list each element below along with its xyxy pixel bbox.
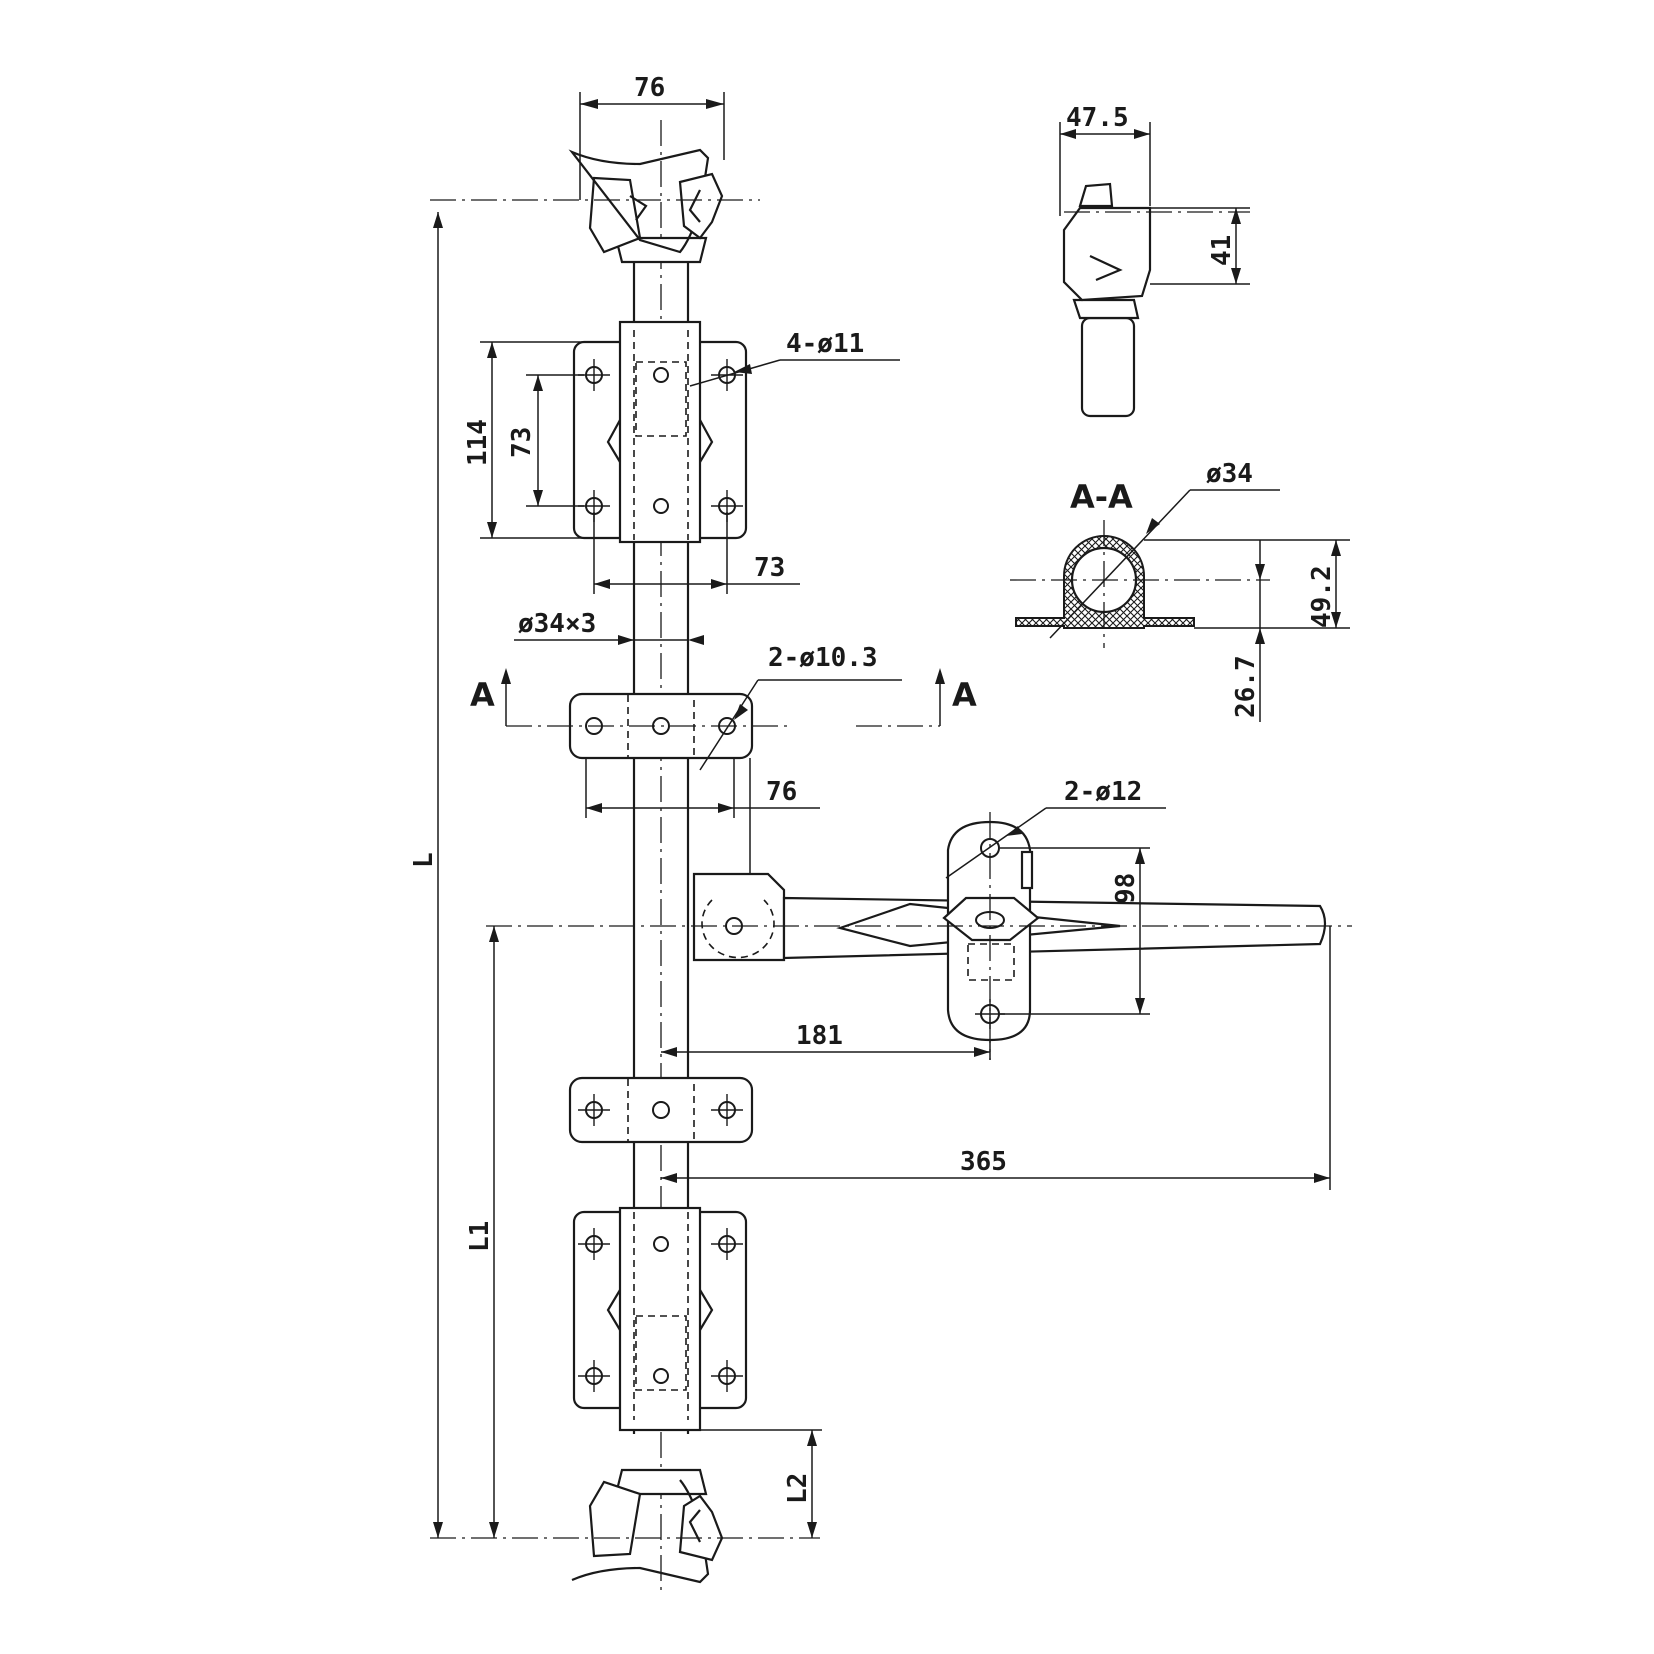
lower-rod-guide [568, 1076, 754, 1144]
svg-text:41: 41 [1207, 235, 1237, 266]
svg-text:49.2: 49.2 [1307, 565, 1337, 628]
section-title: A-A [1070, 478, 1133, 516]
dim-bracket-holes: 4-ø11 [689, 329, 900, 387]
svg-text:365: 365 [960, 1147, 1007, 1177]
dim-handle-height: L1 [465, 926, 499, 1538]
bottom-mounting-bracket [572, 1206, 748, 1432]
svg-text:A: A [470, 676, 495, 714]
svg-text:76: 76 [766, 777, 797, 807]
dim-guide-hole-pitch: 76 [585, 758, 820, 874]
dim-keeper-height: 41 [1150, 207, 1250, 285]
guide-hole [578, 1094, 610, 1126]
svg-text:L1: L1 [465, 1221, 495, 1252]
section-mark-right: A [935, 668, 977, 726]
svg-text:98: 98 [1111, 873, 1141, 904]
svg-text:4-ø11: 4-ø11 [786, 329, 864, 359]
top-cam-latch [430, 148, 760, 264]
upper-rod-guide [506, 692, 940, 760]
section-a-a-view: A-A [1010, 478, 1270, 648]
svg-text:47.5: 47.5 [1066, 103, 1129, 133]
bracket-hole [578, 359, 610, 391]
bracket-hole [711, 1228, 743, 1260]
svg-text:ø34×3: ø34×3 [518, 609, 596, 639]
svg-text:2-ø10.3: 2-ø10.3 [768, 643, 878, 673]
dim-bracket-height: 114 [463, 341, 590, 539]
svg-text:26.7: 26.7 [1231, 655, 1261, 718]
bottom-cam-latch [430, 1468, 820, 1584]
bracket-hole [711, 1360, 743, 1392]
dim-hole-pitch-horizontal: 73 [593, 512, 800, 594]
svg-text:L2: L2 [783, 1473, 813, 1504]
svg-text:L: L [409, 852, 439, 868]
dim-latch-width: 76 [579, 73, 725, 200]
dim-hole-pitch-vertical: 73 [507, 374, 584, 507]
top-mounting-bracket [572, 320, 748, 544]
dim-tube-size: ø34×3 [514, 609, 704, 645]
dim-section-height: 49.2 [1144, 539, 1350, 629]
dim-section-base: 26.7 [1231, 540, 1265, 722]
keeper-detail-view [1062, 182, 1250, 418]
dim-overall-length: L [409, 212, 443, 1538]
svg-text:A: A [952, 676, 977, 714]
svg-text:114: 114 [463, 419, 493, 466]
bracket-hole [578, 1360, 610, 1392]
svg-text:181: 181 [796, 1021, 843, 1051]
svg-text:73: 73 [507, 427, 537, 458]
svg-text:ø34: ø34 [1206, 459, 1253, 489]
dim-handle-length: 365 [661, 926, 1331, 1190]
dim-handle-hinge-offset: 181 [661, 1021, 991, 1060]
handle-assembly [486, 812, 1352, 1060]
dim-keeper-width: 47.5 [1059, 103, 1151, 216]
svg-text:76: 76 [634, 73, 665, 103]
bracket-hole [711, 490, 743, 522]
section-mark-left: A [470, 668, 511, 726]
guide-hole [711, 1094, 743, 1126]
svg-text:73: 73 [754, 553, 785, 583]
dim-section-tube-dia: ø34 [1049, 459, 1280, 639]
bracket-hole [578, 1228, 610, 1260]
dim-handle-holes: 2-ø12 [945, 777, 1166, 879]
dim-bottom-offset: L2 [700, 1429, 822, 1538]
svg-text:2-ø12: 2-ø12 [1064, 777, 1142, 807]
dim-handle-hole-pitch: 98 [1000, 847, 1150, 1015]
dim-guide-holes: 2-ø10.3 [699, 643, 902, 771]
